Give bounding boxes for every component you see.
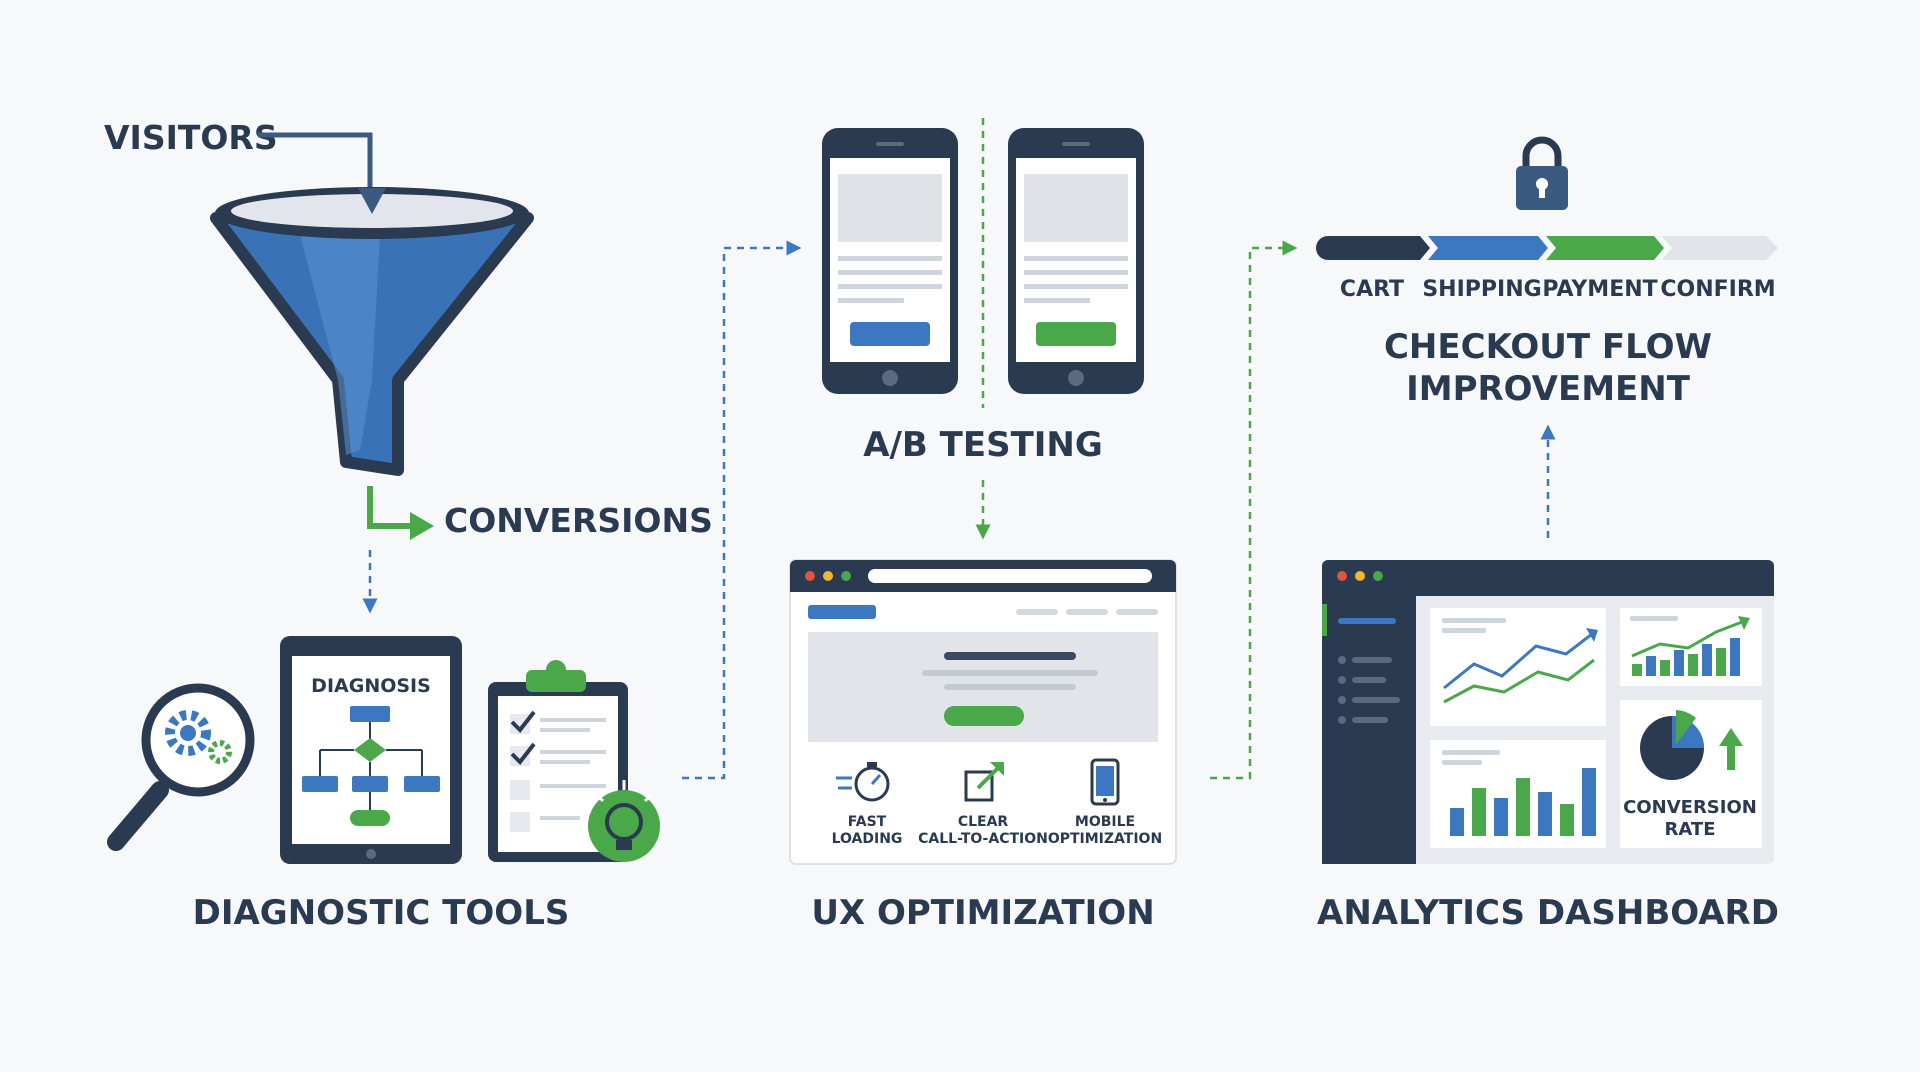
conversions-arrow <box>367 486 416 529</box>
feature-clear-cta-line1: CLEAR <box>958 814 1009 830</box>
diagnosis-label: DIAGNOSIS <box>311 675 431 697</box>
stopwatch-icon <box>836 762 890 802</box>
checkout-step-payment-segment <box>1546 236 1664 260</box>
feature-fast-loading-line1: FAST <box>848 814 887 830</box>
checkout-section: CART SHIPPING PAYMENT CONFIRM CHECKOUT F… <box>1316 136 1778 409</box>
dashboard-sidebar <box>1322 596 1416 864</box>
mini-bar-widget <box>1620 608 1762 686</box>
ab-testing-section: A/B TESTING <box>822 128 1144 465</box>
feature-fast-loading: FAST LOADING <box>832 762 903 847</box>
feature-clear-cta: CLEAR CALL-TO-ACTION <box>918 762 1048 847</box>
variant-b-cta <box>1036 322 1116 346</box>
smartphone-icon <box>1090 758 1120 806</box>
feature-mobile-optimization: MOBILE OPTIMIZATION <box>1048 758 1162 847</box>
checkout-step-shipping: SHIPPING <box>1422 277 1541 302</box>
feature-mobile-line1: MOBILE <box>1075 814 1135 830</box>
diagnosis-tablet: DIAGNOSIS <box>280 636 462 864</box>
ux-section: FAST LOADING CLEAR CALL-TO-ACTION MOBILE… <box>789 559 1177 933</box>
checkout-title-line1: CHECKOUT FLOW <box>1384 327 1712 367</box>
lock-icon <box>1516 136 1568 210</box>
flowchart-icon <box>302 706 440 826</box>
conversion-rate-line2: RATE <box>1665 819 1716 840</box>
visitors-arrow-head <box>358 188 386 214</box>
ux-optimization-title: UX OPTIMIZATION <box>811 893 1154 933</box>
feature-fast-loading-line2: LOADING <box>832 831 903 847</box>
feature-mobile-line2: OPTIMIZATION <box>1048 831 1162 847</box>
checkout-step-payment: PAYMENT <box>1542 277 1657 302</box>
funnel-icon <box>210 187 534 476</box>
phone-variant-b <box>1008 128 1144 394</box>
checkout-step-cart: CART <box>1340 277 1404 302</box>
connector-ux-to-checkout <box>1210 240 1298 780</box>
checkout-progress-bar <box>1316 236 1778 260</box>
external-link-icon <box>964 762 1004 802</box>
checkout-step-confirm-segment <box>1662 236 1778 260</box>
ux-cta-button <box>944 706 1024 726</box>
ab-testing-title: A/B TESTING <box>863 425 1103 465</box>
lightbulb-brain-icon <box>588 780 660 862</box>
conversion-rate-line1: CONVERSION <box>1623 797 1757 818</box>
analytics-section: CONVERSION RATE ANALYTICS DASHBOARD <box>1317 560 1779 933</box>
diagnostic-tools-title: DIAGNOSTIC TOOLS <box>193 893 570 933</box>
flow-connectors <box>362 118 1556 780</box>
diagnostic-section: DIAGNOSIS <box>107 636 660 933</box>
feature-clear-cta-line2: CALL-TO-ACTION <box>918 831 1048 847</box>
bar-chart-widget <box>1430 740 1606 848</box>
visitors-arrow <box>258 132 373 205</box>
magnifier-gears-icon <box>107 683 255 851</box>
pie-chart-icon <box>1640 710 1704 780</box>
variant-a-cta <box>850 322 930 346</box>
funnel-section: VISITORS CONVERSIONS <box>104 118 713 540</box>
address-bar <box>868 569 1152 583</box>
arrow-up-icon <box>1719 728 1743 770</box>
conversion-rate-widget: CONVERSION RATE <box>1620 700 1762 848</box>
dashboard-window: CONVERSION RATE <box>1322 560 1774 864</box>
conversions-label: CONVERSIONS <box>444 501 713 540</box>
line-trend-widget <box>1430 608 1606 726</box>
checkout-step-confirm: CONFIRM <box>1660 277 1775 302</box>
browser-window <box>789 559 1177 865</box>
checkout-title-line2: IMPROVEMENT <box>1406 369 1691 409</box>
visitors-label: VISITORS <box>104 118 278 157</box>
phone-variant-a <box>822 128 958 394</box>
checkout-step-shipping-segment <box>1428 236 1548 260</box>
analytics-dashboard-title: ANALYTICS DASHBOARD <box>1317 893 1779 933</box>
checkout-step-cart-segment <box>1316 236 1430 260</box>
